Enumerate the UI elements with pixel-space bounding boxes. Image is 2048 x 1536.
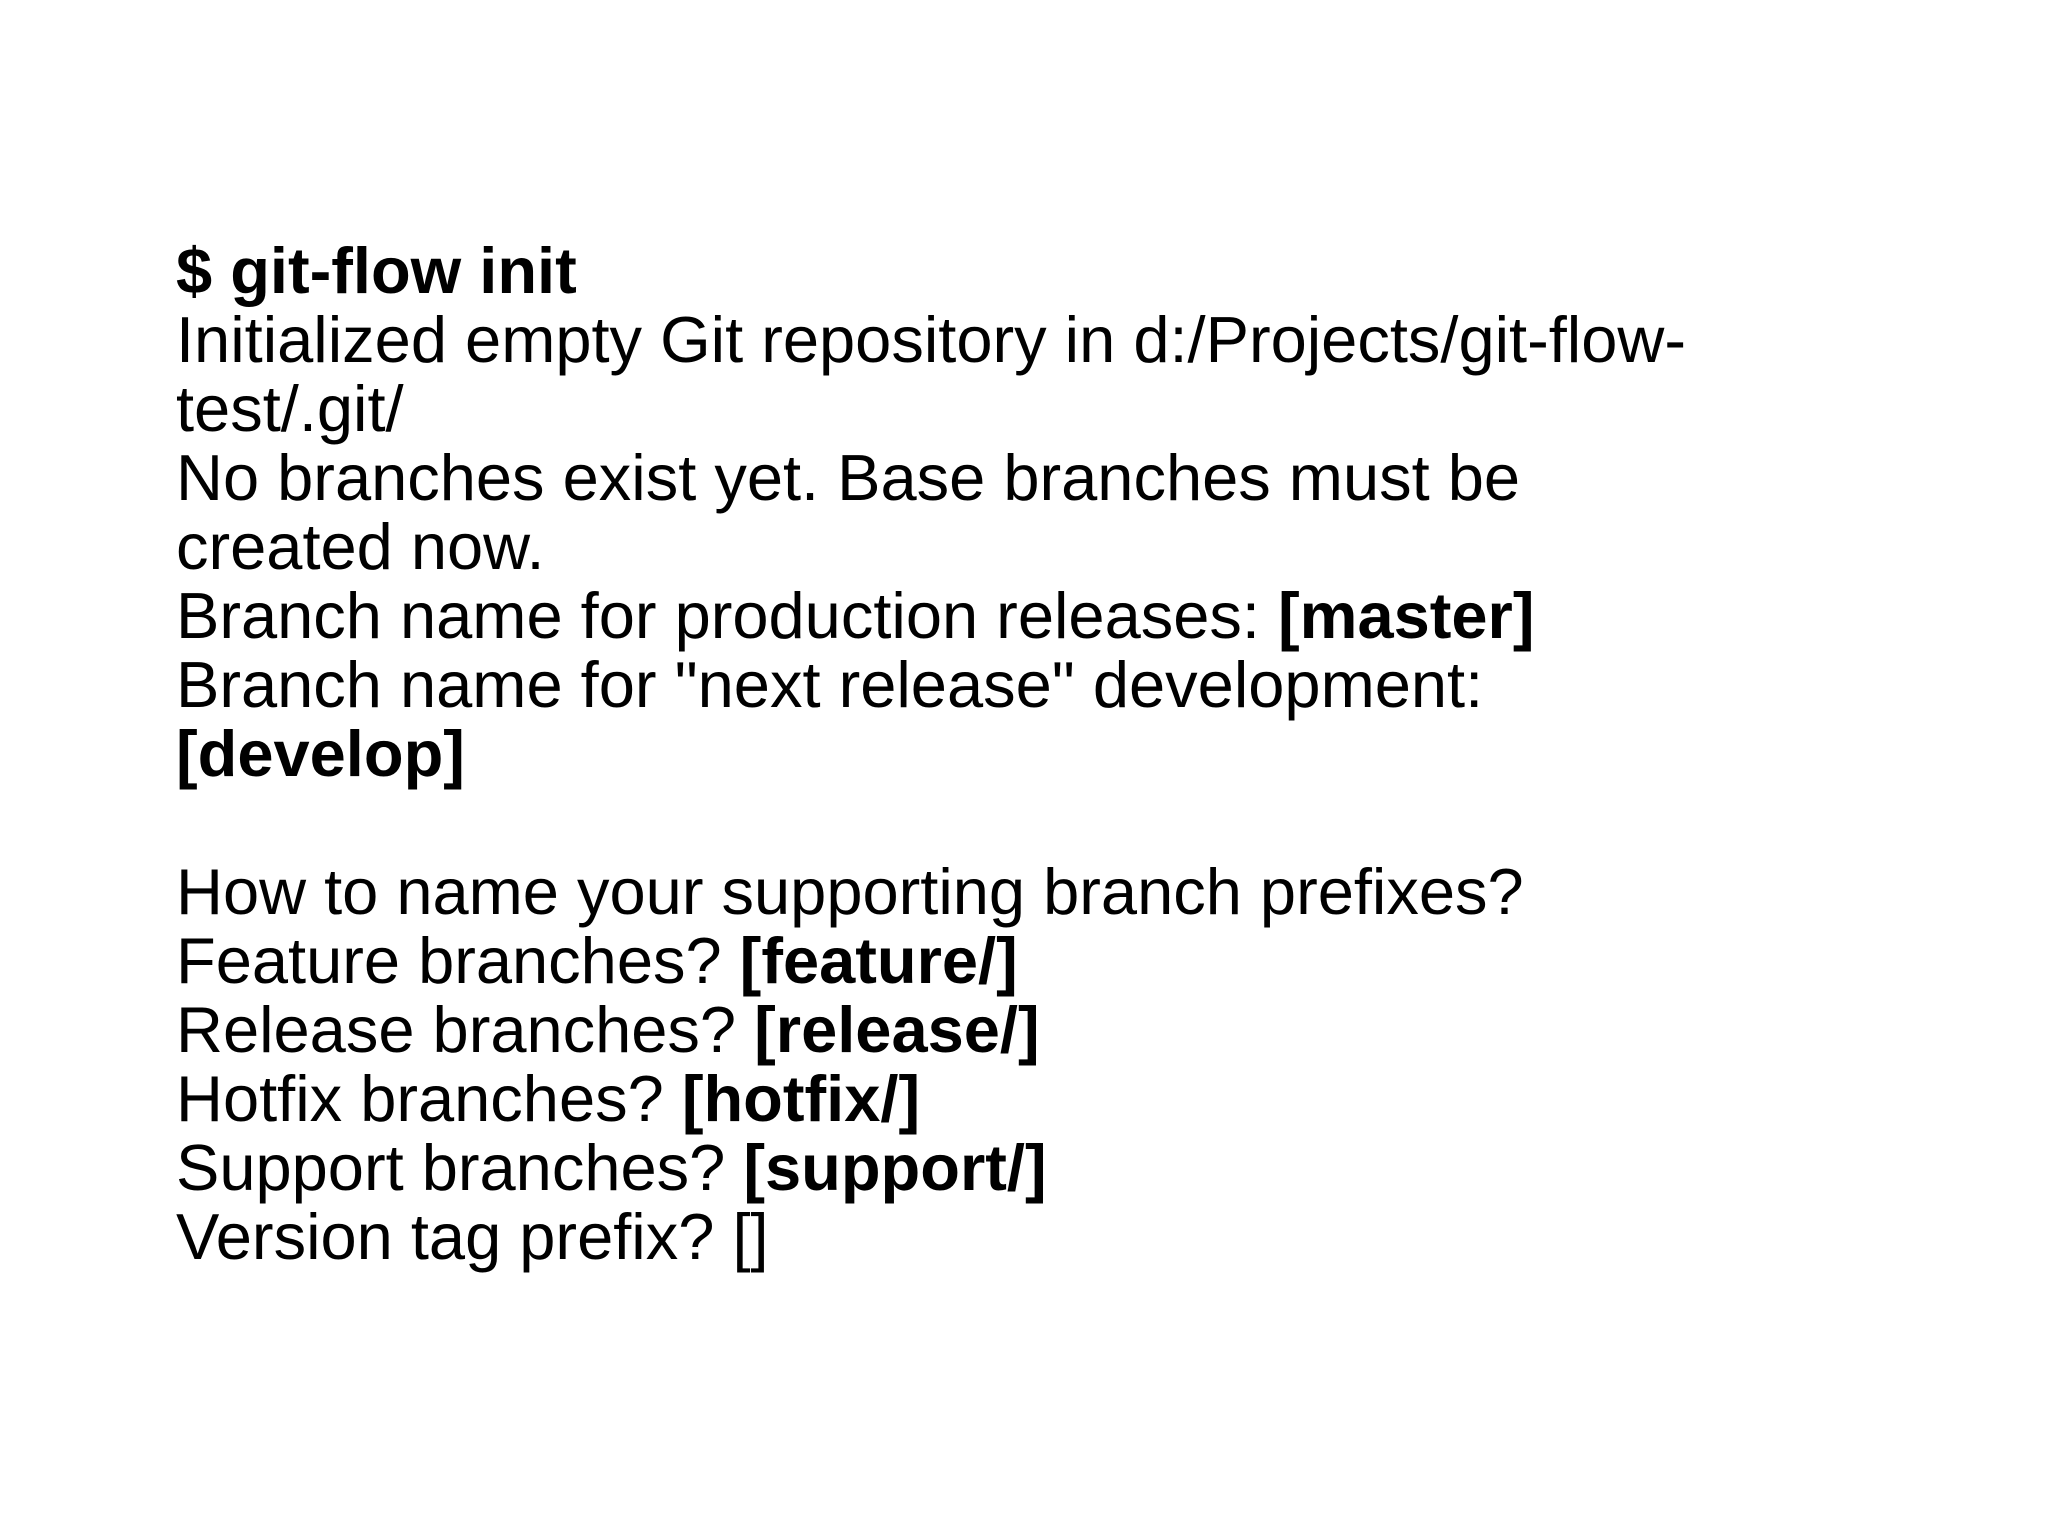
no-branches-line-1: No branches exist yet. Base branches mus… [176,441,1521,514]
version-tag-default: [] [732,1200,769,1273]
production-prompt: Branch name for production releases: [176,579,1278,652]
release-default: [release/] [754,993,1040,1066]
blank-line [176,788,1876,857]
feature-branch-line: Feature branches? [feature/] [176,926,1876,995]
version-tag-line: Version tag prefix? [] [176,1202,1876,1271]
production-default: [master] [1278,579,1535,652]
terminal-transcript: $ git-flow init Initialized empty Git re… [176,236,1876,1271]
support-default: [support/] [743,1131,1047,1204]
init-line-1: Initialized empty Git repository in d:/P… [176,303,1686,376]
hotfix-branch-line: Hotfix branches? [hotfix/] [176,1064,1876,1133]
next-release-default: [develop] [176,717,465,790]
feature-prompt: Feature branches? [176,924,740,997]
release-branch-line: Release branches? [release/] [176,995,1876,1064]
hotfix-prompt: Hotfix branches? [176,1062,682,1135]
release-prompt: Release branches? [176,993,755,1066]
support-prompt: Support branches? [176,1131,744,1204]
feature-default: [feature/] [739,924,1018,997]
support-branch-line: Support branches? [support/] [176,1133,1876,1202]
init-line-2: test/.git/ [176,372,404,445]
no-branches-line-2: created now. [176,510,545,583]
version-tag-prompt: Version tag prefix? [176,1200,733,1273]
hotfix-default: [hotfix/] [681,1062,921,1135]
command-line: $ git-flow init [176,234,577,307]
prefix-question: How to name your supporting branch prefi… [176,855,1524,928]
next-release-prompt: Branch name for "next release" developme… [176,648,1484,721]
production-branch-line: Branch name for production releases: [ma… [176,581,1876,650]
